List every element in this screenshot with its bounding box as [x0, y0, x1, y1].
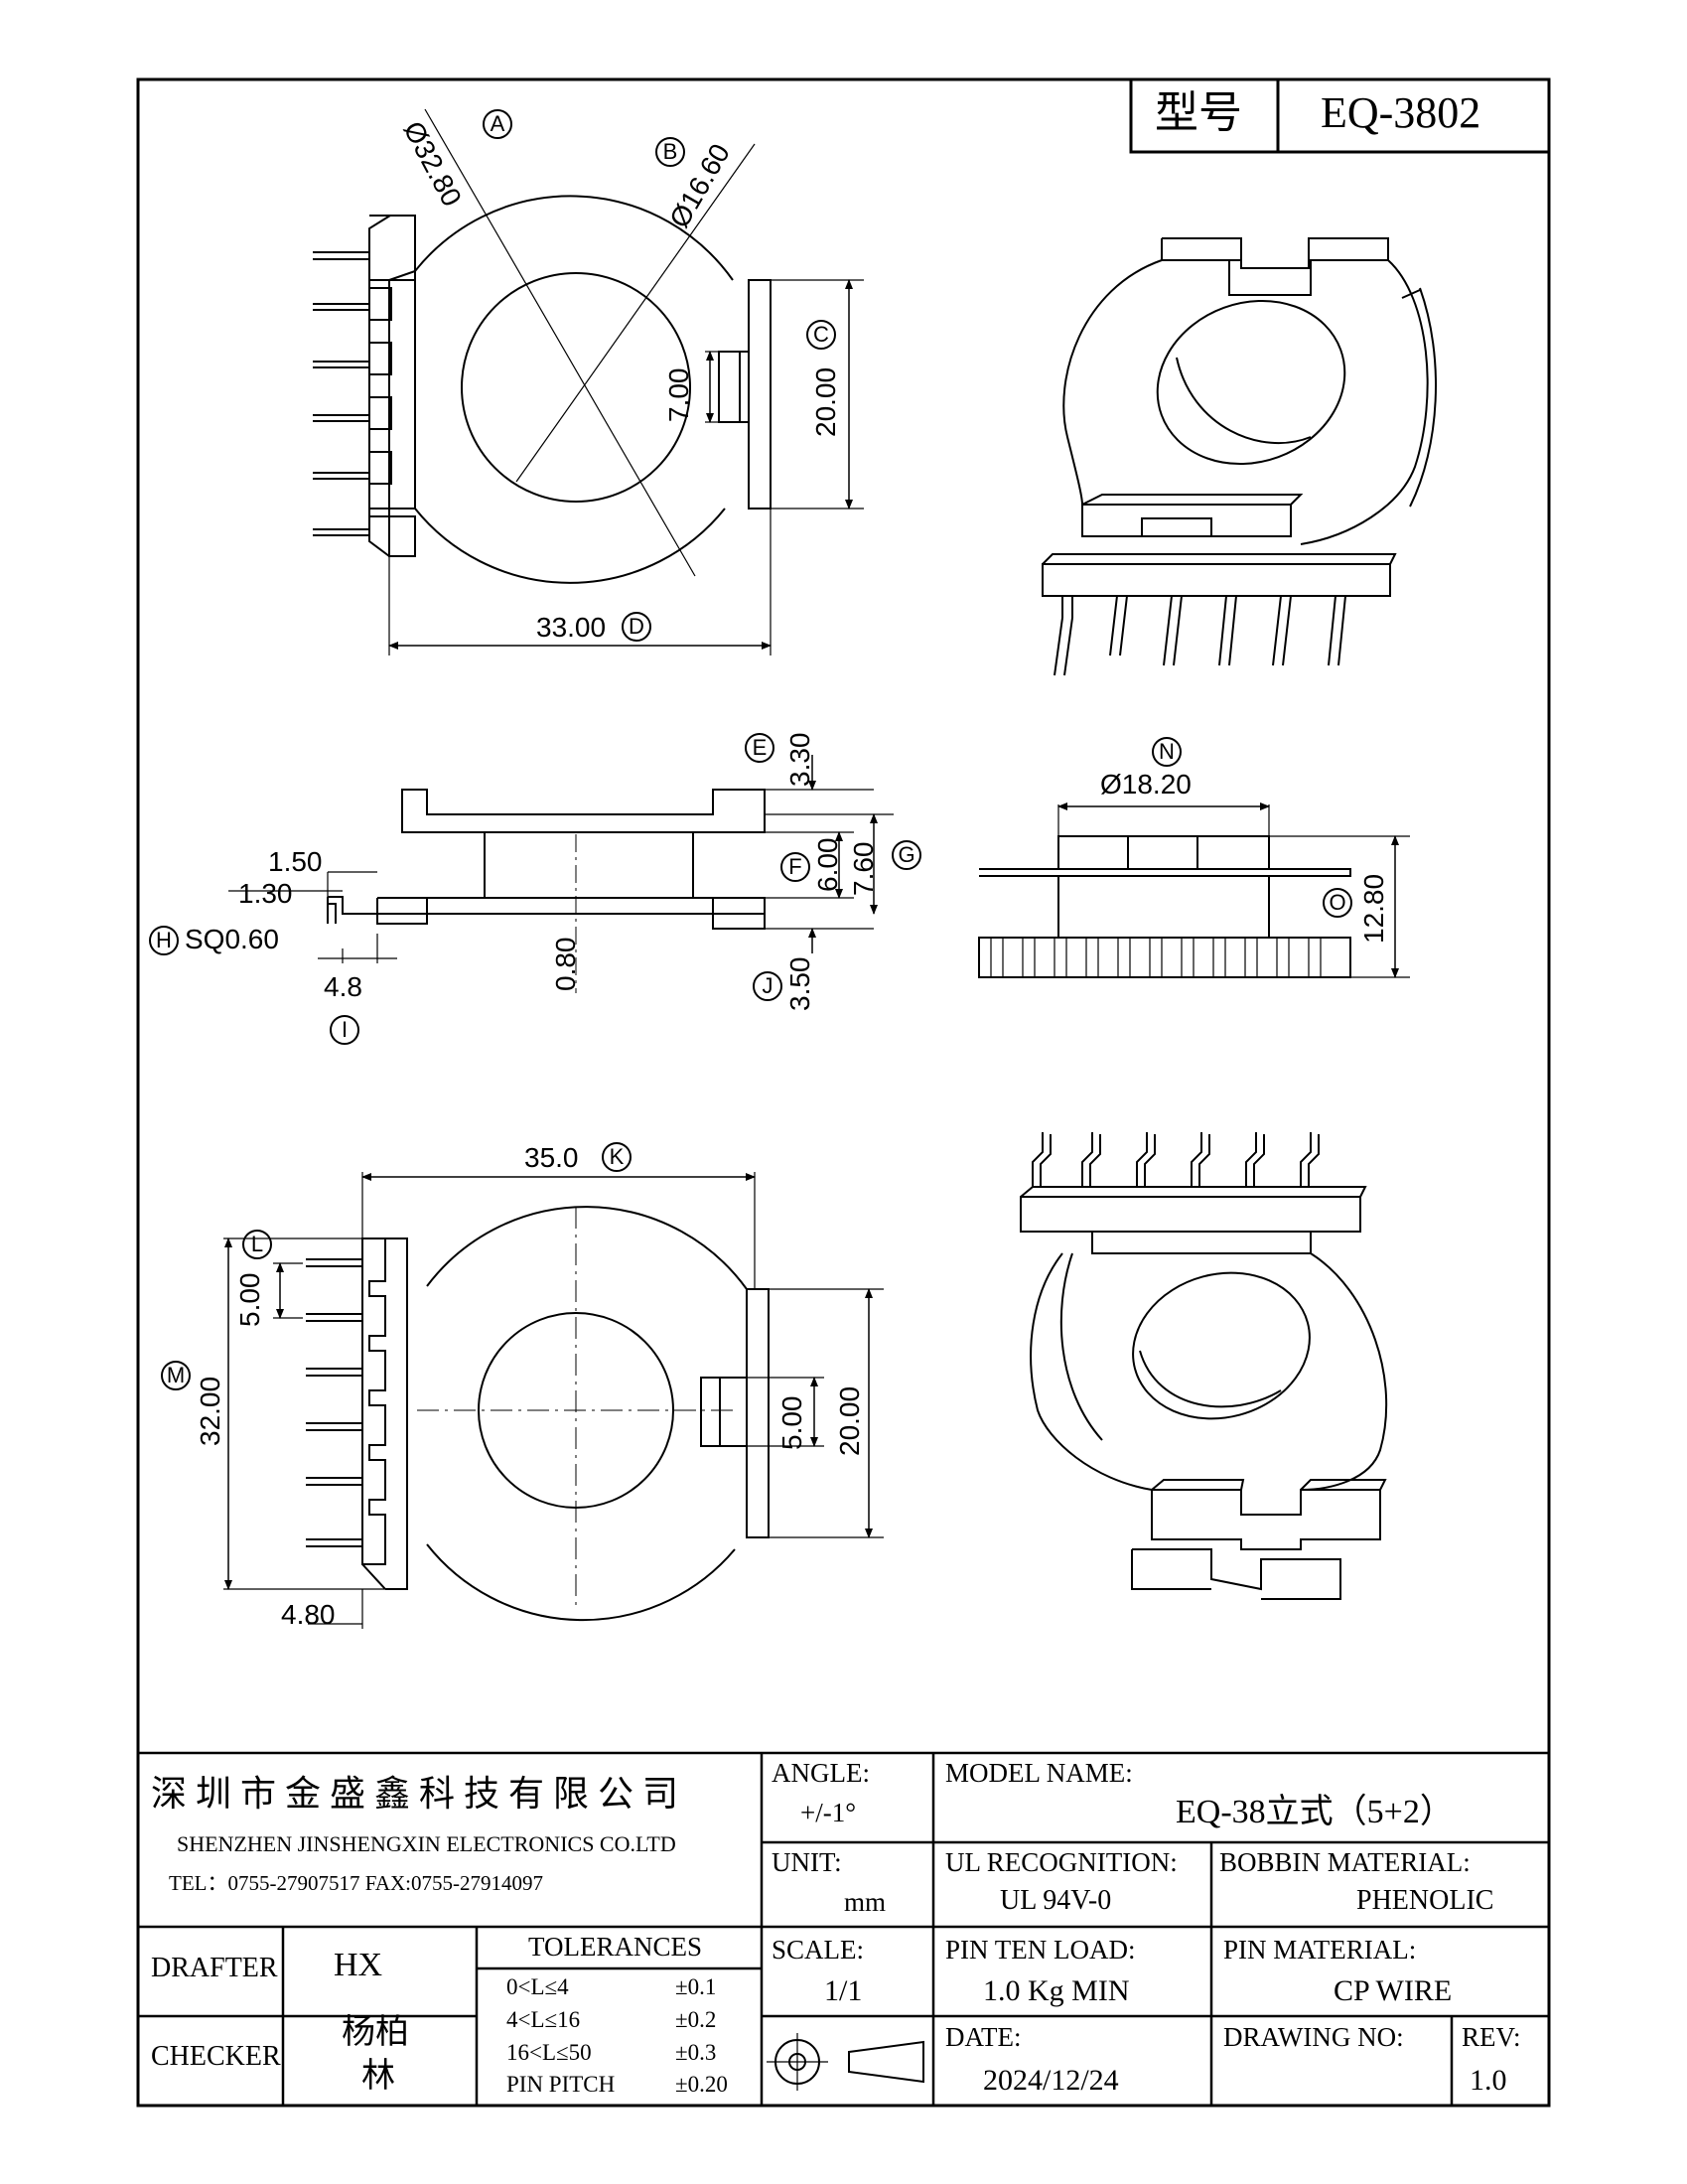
unit-value: mm [844, 1887, 887, 1917]
angle-value: +/-1° [800, 1798, 857, 1827]
unit-label: UNIT: [772, 1847, 842, 1877]
view-front-top [313, 108, 864, 655]
callout-a: A [483, 109, 512, 139]
dim-j-value: 3.50 [784, 956, 815, 1012]
ul-label: UL RECOGNITION: [945, 1847, 1178, 1877]
pins-view6 [1032, 1132, 1320, 1187]
projection-symbol-icon [767, 2033, 924, 2091]
tolerance-range-2: 4<L≤16 [506, 2007, 581, 2032]
pin-material-label: PIN MATERIAL: [1223, 1935, 1417, 1965]
callout-n: N [1152, 737, 1182, 767]
dim-m-value: 32.00 [195, 1376, 225, 1446]
checker-value-2: 林 [361, 2058, 395, 2095]
dim-130: 1.30 [238, 878, 293, 909]
callout-c: C [806, 320, 836, 350]
checker-label: CHECKER [151, 2041, 281, 2072]
tolerance-value-4: ±0.20 [675, 2072, 728, 2097]
model-name-label: MODEL NAME: [945, 1758, 1133, 1788]
view-iso-bottom [1020, 1132, 1388, 1600]
dim-2000-bottom: 20.00 [834, 1385, 865, 1456]
company-contact: TEL：0755-27907517 FAX:0755-27914097 [169, 1871, 544, 1895]
model-code-value: EQ-3802 [1321, 88, 1481, 137]
callout-m: M [161, 1361, 191, 1390]
tolerance-value-3: ±0.3 [675, 2040, 717, 2065]
callout-h: H [149, 926, 179, 955]
pin-ten-load-label: PIN TEN LOAD: [945, 1935, 1136, 1965]
drafter-label: DRAFTER [151, 1953, 278, 1983]
date-value: 2024/12/24 [983, 2064, 1119, 2097]
ul-value: UL 94V-0 [1000, 1885, 1112, 1916]
callout-e: E [745, 733, 774, 763]
model-name-value: EQ-38立式（5+2） [1176, 1794, 1454, 1830]
callout-g: G [892, 840, 921, 870]
tolerance-value-2: ±0.2 [675, 2007, 717, 2032]
tolerance-range-1: 0<L≤4 [506, 1974, 569, 1999]
scale-value: 1/1 [824, 1974, 863, 2007]
scale-label: SCALE: [772, 1935, 865, 1965]
angle-label: ANGLE: [772, 1758, 870, 1788]
view-end [978, 802, 1410, 978]
tolerance-value-1: ±0.1 [675, 1974, 717, 1999]
bobbin-material-value: PHENOLIC [1356, 1885, 1494, 1916]
company-name-en: SHENZHEN JINSHENGXIN ELECTRONICS CO.LTD [177, 1831, 676, 1856]
view-side [228, 755, 894, 993]
dim-c-value: 20.00 [810, 366, 841, 437]
callout-i: I [330, 1015, 359, 1045]
dim-080: 0.80 [550, 937, 581, 992]
date-label: DATE: [945, 2022, 1022, 2052]
callout-d: D [622, 612, 651, 642]
model-code-label: 型号 [1155, 88, 1242, 137]
dim-e-value: 3.30 [784, 732, 815, 788]
outer-border [136, 77, 1551, 2108]
dim-g-value: 7.60 [848, 841, 879, 897]
dim-i-value: 4.8 [324, 971, 362, 1002]
dim-o-value: 12.80 [1358, 873, 1389, 944]
drawing-no-label: DRAWING NO: [1223, 2022, 1404, 2052]
dim-n-value: Ø18.20 [1100, 769, 1192, 800]
tolerance-range-3: 16<L≤50 [506, 2040, 592, 2065]
tolerances-label: TOLERANCES [528, 1932, 703, 1962]
callout-f: F [780, 852, 810, 882]
callout-j: J [753, 971, 782, 1001]
dim-480: 4.80 [281, 1599, 336, 1630]
view-front-bottom [223, 1172, 884, 1629]
pins-view5 [306, 1258, 362, 1547]
dim-f-value: 6.00 [812, 837, 843, 893]
view-iso-top [1042, 237, 1438, 676]
dim-h-value: SQ0.60 [185, 924, 279, 954]
callout-o: O [1323, 888, 1352, 918]
callout-b: B [655, 137, 685, 167]
rev-label: REV: [1462, 2022, 1521, 2052]
drafter-value: HX [334, 1947, 383, 1983]
callout-k: K [602, 1142, 632, 1172]
company-name-cn: 深圳市金盛鑫科技有限公司 [151, 1774, 688, 1814]
model-code-box [1129, 77, 1551, 154]
dim-150: 1.50 [268, 846, 323, 877]
tolerance-range-4: PIN PITCH [506, 2072, 616, 2097]
pins-view1 [313, 251, 392, 536]
dim-l-value: 5.00 [234, 1272, 265, 1328]
bobbin-material-label: BOBBIN MATERIAL: [1219, 1847, 1471, 1877]
dim-c-inner: 7.00 [663, 367, 694, 423]
dim-500-right: 5.00 [776, 1395, 807, 1451]
pin-material-value: CP WIRE [1334, 1974, 1453, 2007]
dim-k-value: 35.0 [524, 1142, 579, 1173]
pins-view2 [1054, 595, 1346, 676]
dim-d-value: 33.00 [536, 612, 607, 643]
rev-value: 1.0 [1470, 2064, 1507, 2097]
title-block-grid [138, 1751, 1549, 2106]
pin-ten-load-value: 1.0 Kg MIN [983, 1974, 1130, 2007]
checker-value-1: 杨柏 [342, 2014, 409, 2051]
callout-l: L [242, 1230, 272, 1259]
